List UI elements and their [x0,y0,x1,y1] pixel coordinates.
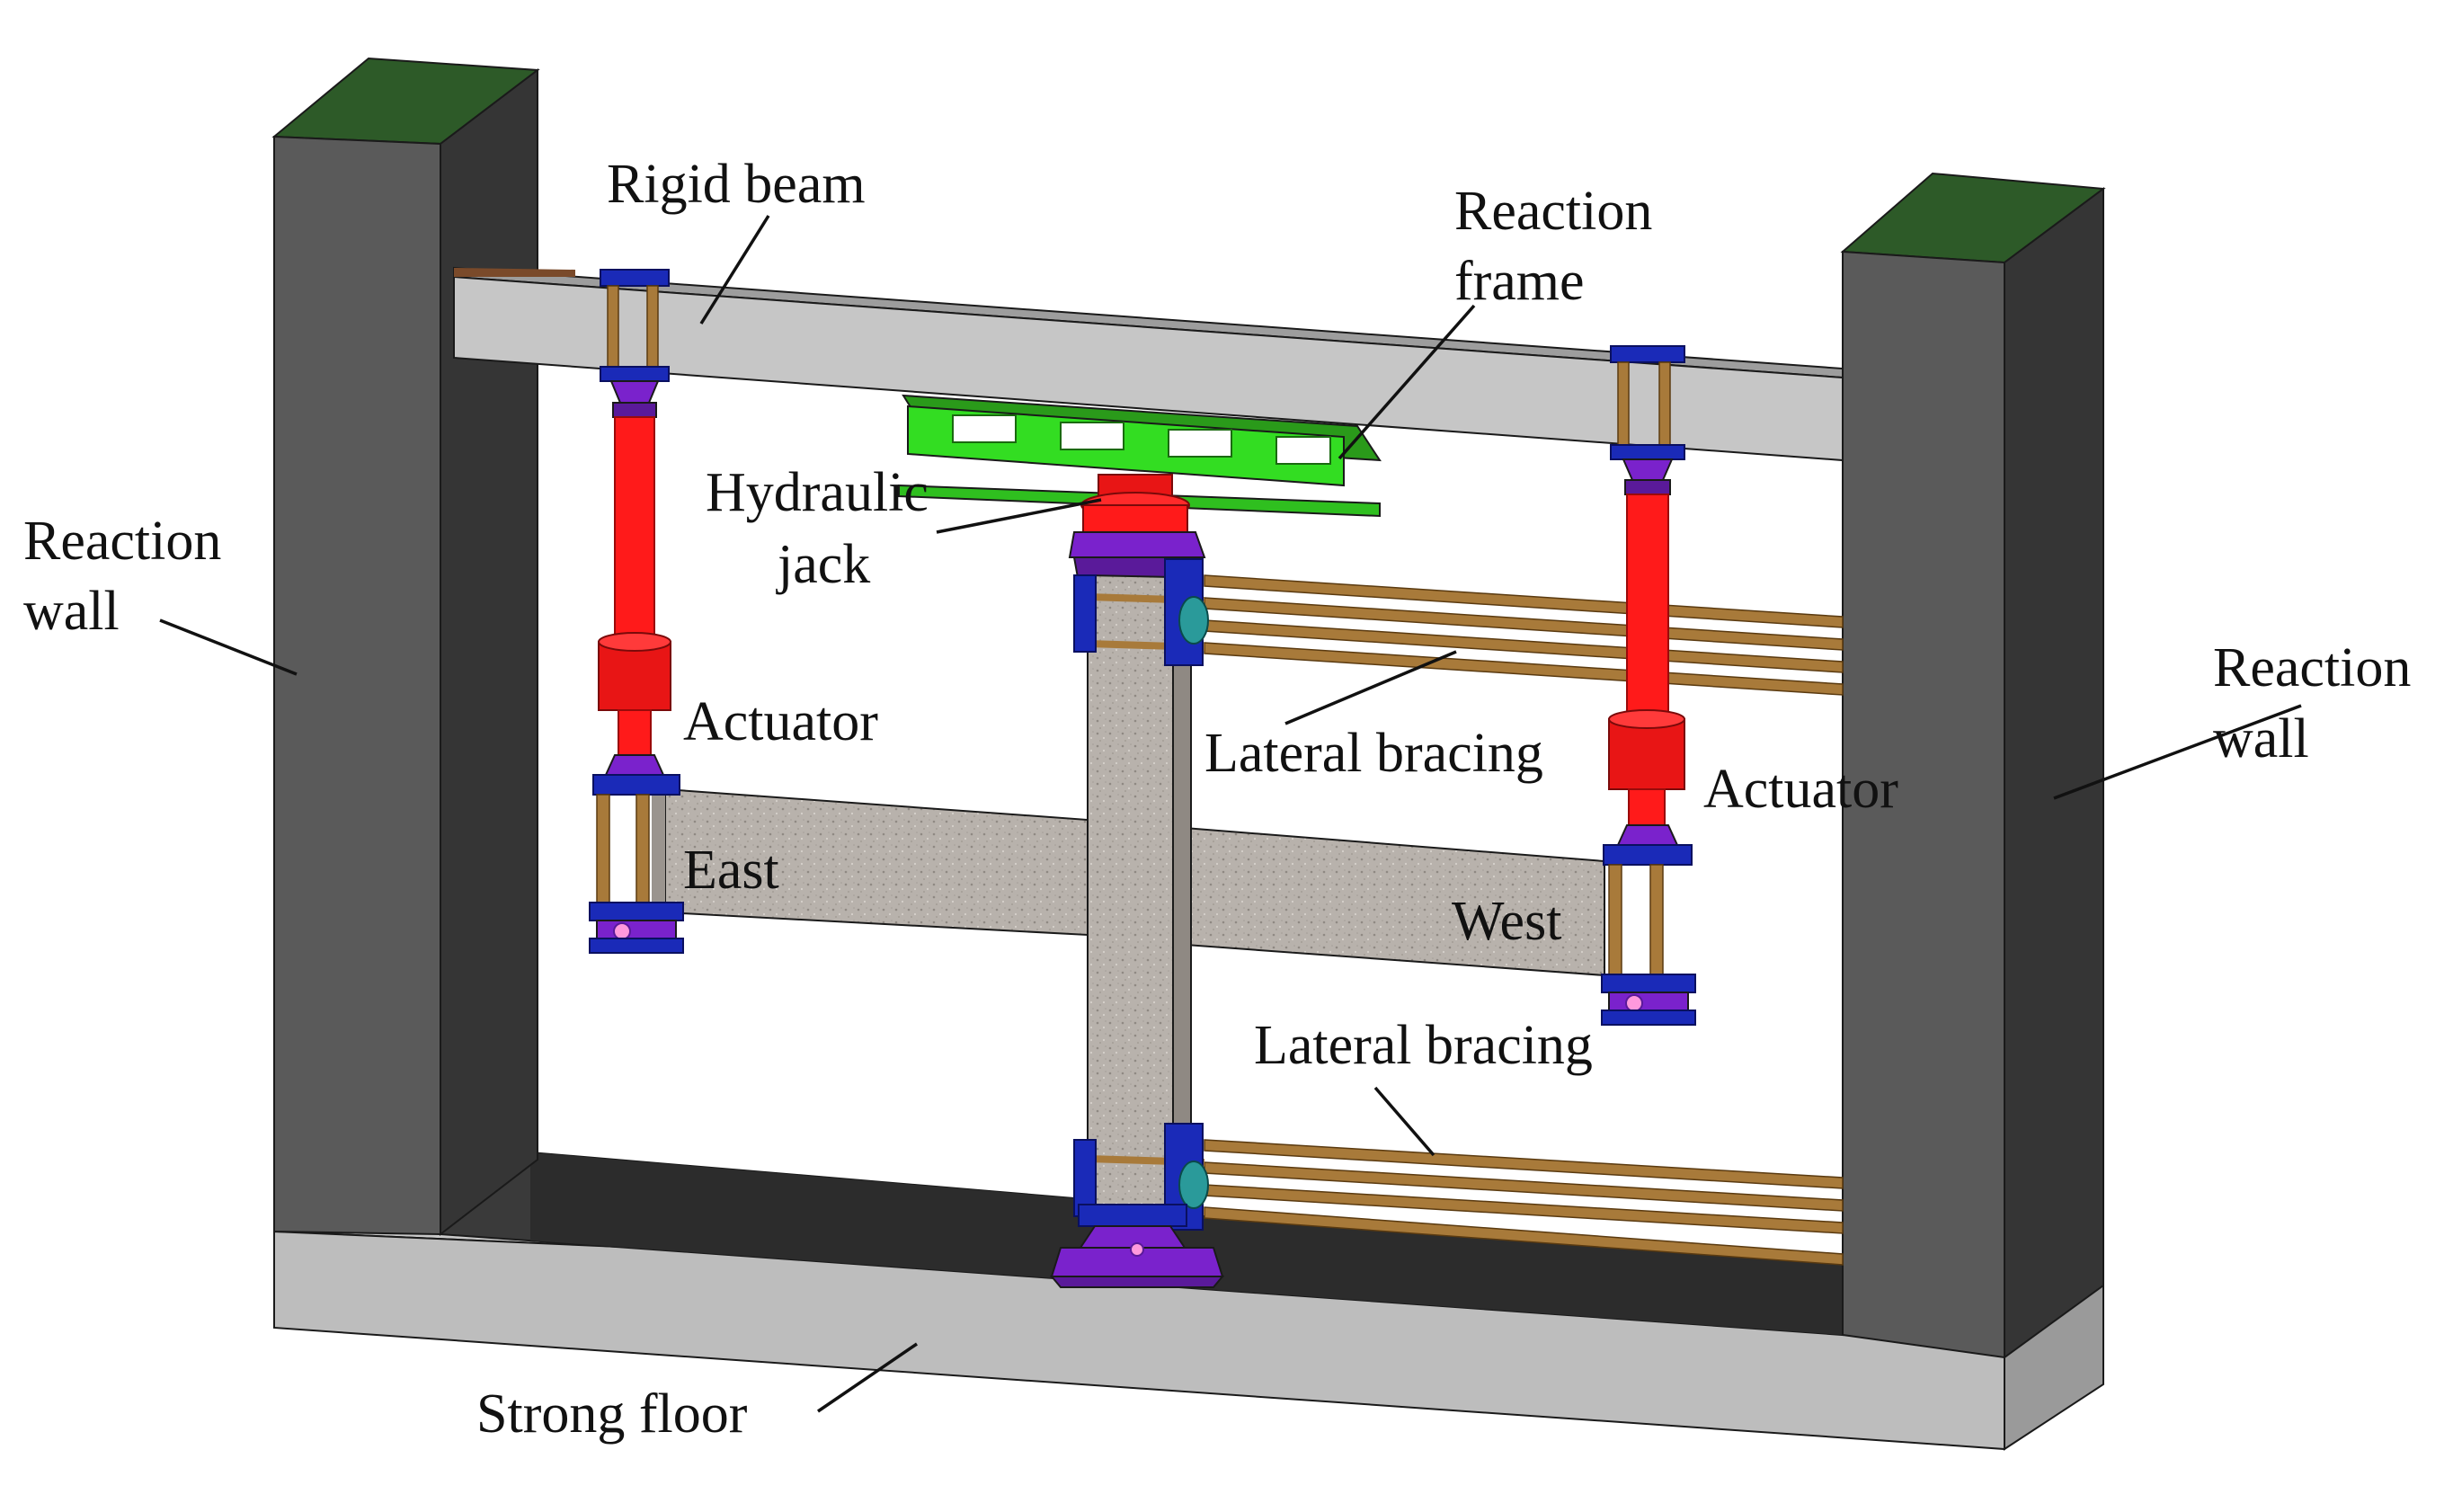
label-reaction-frame-line2: frame [1454,251,1585,312]
label-east: East [683,840,779,901]
label-west: West [1452,891,1561,952]
leader-strong-floor [817,1342,918,1413]
label-reaction-wall-right-line2: wall [2213,708,2309,769]
leader-hydraulic-jack [936,498,1102,534]
label-reaction-frame-line1: Reaction [1454,181,1652,242]
labels: Rigid beam Reaction frame Hydraulic jack… [23,154,2411,1445]
label-lateral-bracing-lower: Lateral bracing [1254,1015,1593,1076]
label-hydraulic-jack-line1: Hydraulic [706,462,929,523]
leader-lateral-bracing-lower [1373,1086,1435,1157]
reaction-wall-right [1840,172,2106,1359]
east-beam [652,787,1089,937]
label-hydraulic-jack-line2: jack [776,534,870,595]
label-reaction-wall-left-line1: Reaction [23,511,221,572]
reaction-wall-left [271,57,540,1237]
label-reaction-wall-left-line2: wall [23,581,120,642]
rigid-beam [453,266,1844,462]
leader-rigid-beam [699,215,770,325]
label-lateral-bracing-upper: Lateral bracing [1204,723,1543,784]
label-reaction-wall-right-line1: Reaction [2213,637,2411,698]
label-rigid-beam: Rigid beam [607,154,866,215]
label-actuator-left: Actuator [683,691,878,752]
actuator-right [1601,345,1696,1026]
leader-lateral-bracing-upper [1284,650,1457,725]
column-base-support [1049,1204,1225,1288]
leader-reaction-wall-right [2053,704,2302,800]
leader-reaction-wall-left [159,618,298,676]
leader-reaction-frame [1338,304,1476,460]
label-strong-floor: Strong floor [476,1383,748,1445]
leader-lines [159,215,2302,1413]
label-actuator-right: Actuator [1703,759,1898,820]
actuator-left [589,269,684,954]
